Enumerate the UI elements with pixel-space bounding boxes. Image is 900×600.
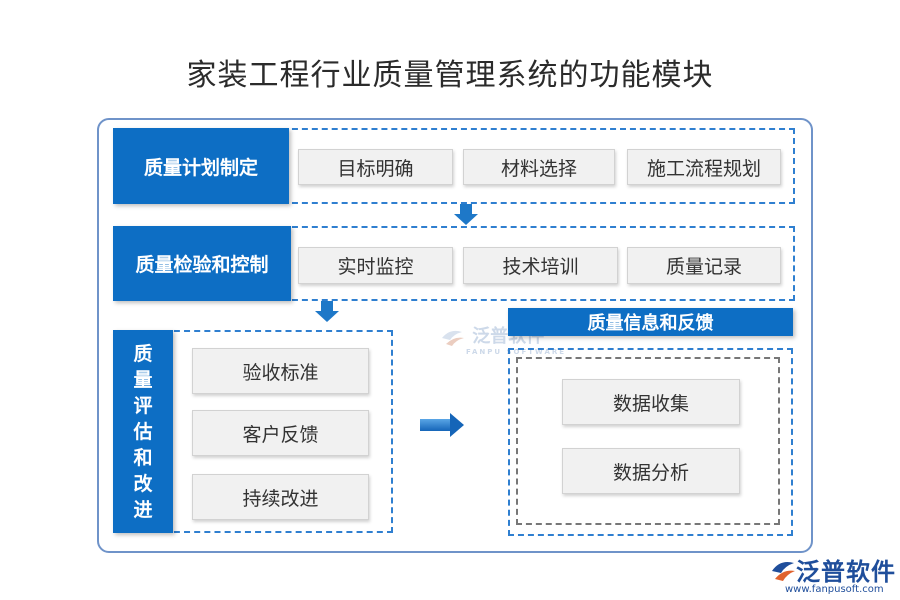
brand-url: www.fanpusoft.com bbox=[785, 584, 884, 595]
inspect-item-record: 质量记录 bbox=[627, 247, 781, 284]
outer-frame bbox=[97, 118, 813, 553]
arrow-right-icon bbox=[420, 413, 464, 437]
evaluate-item-continuous-improvement: 持续改进 bbox=[192, 474, 369, 520]
feedback-label: 质量信息和反馈 bbox=[508, 308, 793, 336]
fanpu-logo-icon bbox=[442, 330, 464, 346]
evaluate-label-char: 估 bbox=[133, 420, 153, 443]
evaluate-label-char: 评 bbox=[133, 394, 153, 417]
evaluate-label-char: 质 bbox=[133, 342, 153, 365]
feedback-inner-box bbox=[516, 357, 780, 525]
evaluate-item-acceptance: 验收标准 bbox=[192, 348, 369, 394]
fanpu-logo-icon bbox=[772, 561, 795, 581]
feedback-item-data-collection: 数据收集 bbox=[562, 379, 740, 425]
evaluate-label: 质 量 评 估 和 改 进 bbox=[113, 330, 173, 533]
arrow-down-icon bbox=[315, 301, 339, 322]
plan-item-process: 施工流程规划 bbox=[627, 149, 781, 185]
inspect-item-monitor: 实时监控 bbox=[298, 247, 453, 284]
inspect-label-text: 质量检验和控制 bbox=[135, 254, 269, 276]
plan-label: 质量计划制定 bbox=[113, 128, 289, 204]
evaluate-item-customer-feedback: 客户反馈 bbox=[192, 410, 369, 456]
page-title: 家装工程行业质量管理系统的功能模块 bbox=[186, 58, 714, 93]
arrow-down-icon bbox=[454, 204, 478, 225]
evaluate-label-char: 改 bbox=[133, 472, 153, 495]
inspect-label: 质量检验和控制 bbox=[113, 226, 291, 301]
feedback-item-data-analysis: 数据分析 bbox=[562, 448, 740, 494]
feedback-row bbox=[508, 348, 793, 536]
plan-label-text: 质量计划制定 bbox=[143, 156, 258, 179]
evaluate-label-char: 进 bbox=[133, 498, 153, 521]
watermark-sub: FANPU SOFTWARE bbox=[466, 348, 567, 356]
plan-item-goal: 目标明确 bbox=[298, 149, 453, 185]
evaluate-label-char: 量 bbox=[133, 368, 153, 391]
feedback-label-text: 质量信息和反馈 bbox=[587, 313, 714, 334]
brand-logo: 泛普软件 bbox=[770, 552, 896, 587]
plan-item-material: 材料选择 bbox=[463, 149, 615, 185]
evaluate-label-char: 和 bbox=[133, 446, 153, 469]
inspect-item-training: 技术培训 bbox=[463, 247, 618, 284]
brand-logo-text: 泛普软件 bbox=[796, 558, 896, 586]
